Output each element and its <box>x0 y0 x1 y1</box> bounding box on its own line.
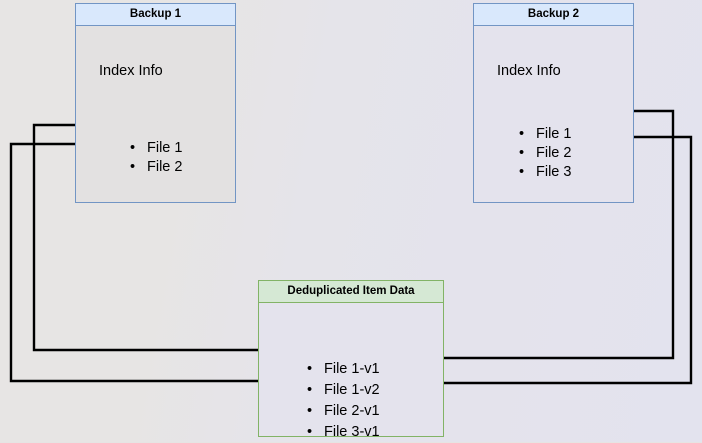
node-backup-1-body: Index Info File 1 File 2 <box>76 26 235 202</box>
list-item: File 1-v1 <box>307 359 380 380</box>
connector-backup2-file2-to-file2v1 <box>398 135 693 388</box>
node-backup-2[interactable]: Backup 2 Index Info File 1 File 2 File 3 <box>473 3 634 203</box>
node-deduplicated-item-data-body: File 1-v1 File 1-v2 File 2-v1 File 3-v1 <box>259 303 443 443</box>
list-item: File 3 <box>519 163 571 182</box>
list-item: File 3-v1 <box>307 422 380 443</box>
list-item: File 2 <box>130 158 182 177</box>
list-item: File 1 <box>519 125 571 144</box>
backup-1-file-list: File 1 File 2 <box>130 139 182 177</box>
backup-2-index-info-label: Index Info <box>497 63 561 79</box>
deduplicated-item-list: File 1-v1 File 1-v2 File 2-v1 File 3-v1 <box>307 359 380 443</box>
connector-backup2-file1-to-file1v2 <box>398 109 675 363</box>
node-backup-2-body: Index Info File 1 File 2 File 3 <box>474 26 633 202</box>
connector-backup1-file2-to-file2v1 <box>9 142 297 386</box>
node-backup-2-title: Backup 2 <box>474 4 633 26</box>
list-item: File 1-v2 <box>307 380 380 401</box>
list-item: File 2-v1 <box>307 401 380 422</box>
list-item: File 1 <box>130 139 182 158</box>
node-deduplicated-item-data-title: Deduplicated Item Data <box>259 281 443 303</box>
node-deduplicated-item-data[interactable]: Deduplicated Item Data File 1-v1 File 1-… <box>258 280 444 443</box>
node-backup-1-title: Backup 1 <box>76 4 235 26</box>
backup-1-index-info-label: Index Info <box>99 63 163 79</box>
node-backup-1[interactable]: Backup 1 Index Info File 1 File 2 <box>75 3 236 203</box>
list-item: File 2 <box>519 144 571 163</box>
backup-2-file-list: File 1 File 2 File 3 <box>519 125 571 182</box>
